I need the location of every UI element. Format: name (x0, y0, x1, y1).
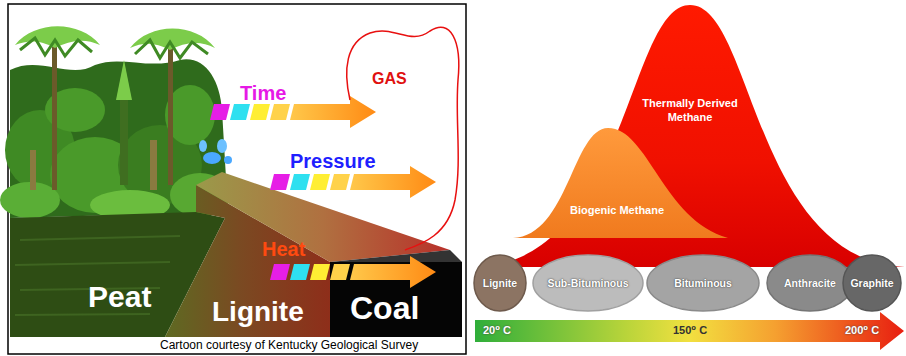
process-label: Heat (262, 238, 305, 261)
rank-label: Sub-Bituminous (547, 277, 628, 290)
layer-label: Coal (350, 290, 419, 327)
peak-shape (478, 5, 905, 267)
coal-rank-oval: Sub-Bituminous (532, 254, 644, 312)
gas-label: GAS (372, 70, 407, 88)
coal-rank-oval: Lignite (473, 254, 527, 312)
process-label: Time (240, 82, 286, 105)
credit-note: Cartoon courtesy of Kentucky Geological … (160, 339, 418, 353)
temperature-label: 150⁰ C (673, 324, 707, 337)
oval-shape (767, 255, 853, 311)
oval-shape (843, 255, 901, 311)
oval-shape (474, 255, 526, 311)
oval-shape (647, 255, 759, 311)
rank-label: Anthracite (784, 277, 836, 290)
temperature-label: 20⁰ C (483, 324, 511, 337)
methane-peak: Biogenic Methane (513, 128, 728, 238)
layer-label: Peat (88, 280, 151, 315)
temperature-label: 200⁰ C (845, 324, 879, 337)
process-label: Pressure (290, 150, 376, 173)
peak-outline (513, 128, 728, 238)
peak-shape (513, 128, 728, 238)
coal-rank-oval: Anthracite (766, 254, 854, 312)
peak-label: Thermally Derived Methane (635, 97, 745, 125)
layer-label: Lignite (212, 296, 304, 328)
oval-shape (533, 255, 643, 311)
rank-label: Graphite (850, 277, 893, 290)
peak-label: Biogenic Methane (561, 204, 673, 218)
rank-label: Lignite (483, 277, 517, 290)
coal-rank-oval: Graphite (842, 254, 902, 312)
coal-rank-oval: Bituminous (646, 254, 760, 312)
rank-label: Bituminous (674, 277, 732, 290)
